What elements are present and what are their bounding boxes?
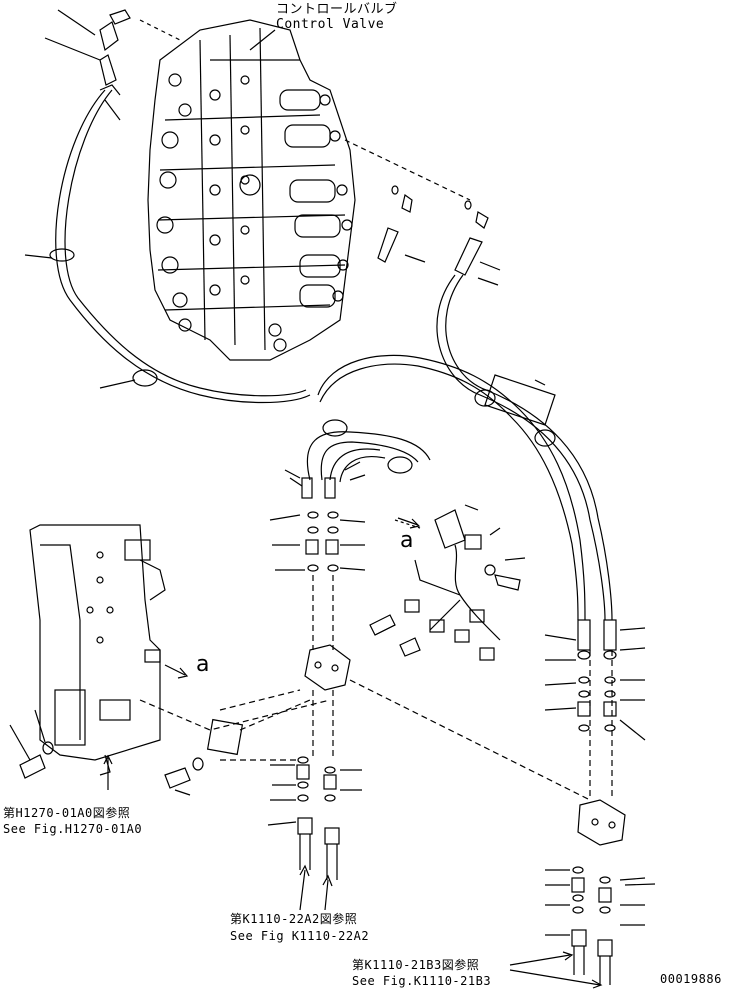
title-en: Control Valve [276, 17, 385, 32]
reference-k1110-22a2-jp: 第K1110-22A2図参照 [230, 912, 358, 926]
reference-h1270-en: See Fig.H1270-01A0 [3, 822, 143, 836]
title-jp: コントロールバルブ [276, 2, 398, 17]
mounting-bracket [9, 524, 244, 796]
control-valve-assembly [147, 19, 356, 361]
reference-arrows [103, 754, 603, 989]
reference-h1270-jp: 第H1270-01A0図参照 [3, 806, 131, 820]
right-fittings [377, 185, 501, 286]
right-fitting-column [544, 619, 656, 985]
assembly-line-2 [344, 139, 471, 201]
drawing-number: 00019886 [660, 972, 722, 986]
reference-k1110-21b3-jp: 第K1110-21B3図参照 [352, 958, 480, 972]
right-pilot-hose [317, 274, 613, 621]
view-callout-a-upper: a [400, 528, 414, 553]
centre-fitting-column [267, 511, 366, 880]
assembly-lines [139, 650, 613, 801]
reference-k1110-21b3-en: See Fig.K1110-21B3 [352, 974, 492, 988]
assembly-line-1 [139, 19, 181, 41]
centre-hoses [284, 419, 431, 499]
sensor-harness [369, 504, 526, 661]
valve-spools [279, 89, 353, 308]
title-leader [249, 29, 276, 51]
left-pilot-hose [24, 9, 311, 404]
valve-ports [156, 73, 287, 352]
reference-k1110-22a2-en: See Fig K1110-22A2 [230, 929, 370, 943]
view-callout-a-lower: a [196, 652, 210, 677]
view-arrows [164, 517, 421, 679]
